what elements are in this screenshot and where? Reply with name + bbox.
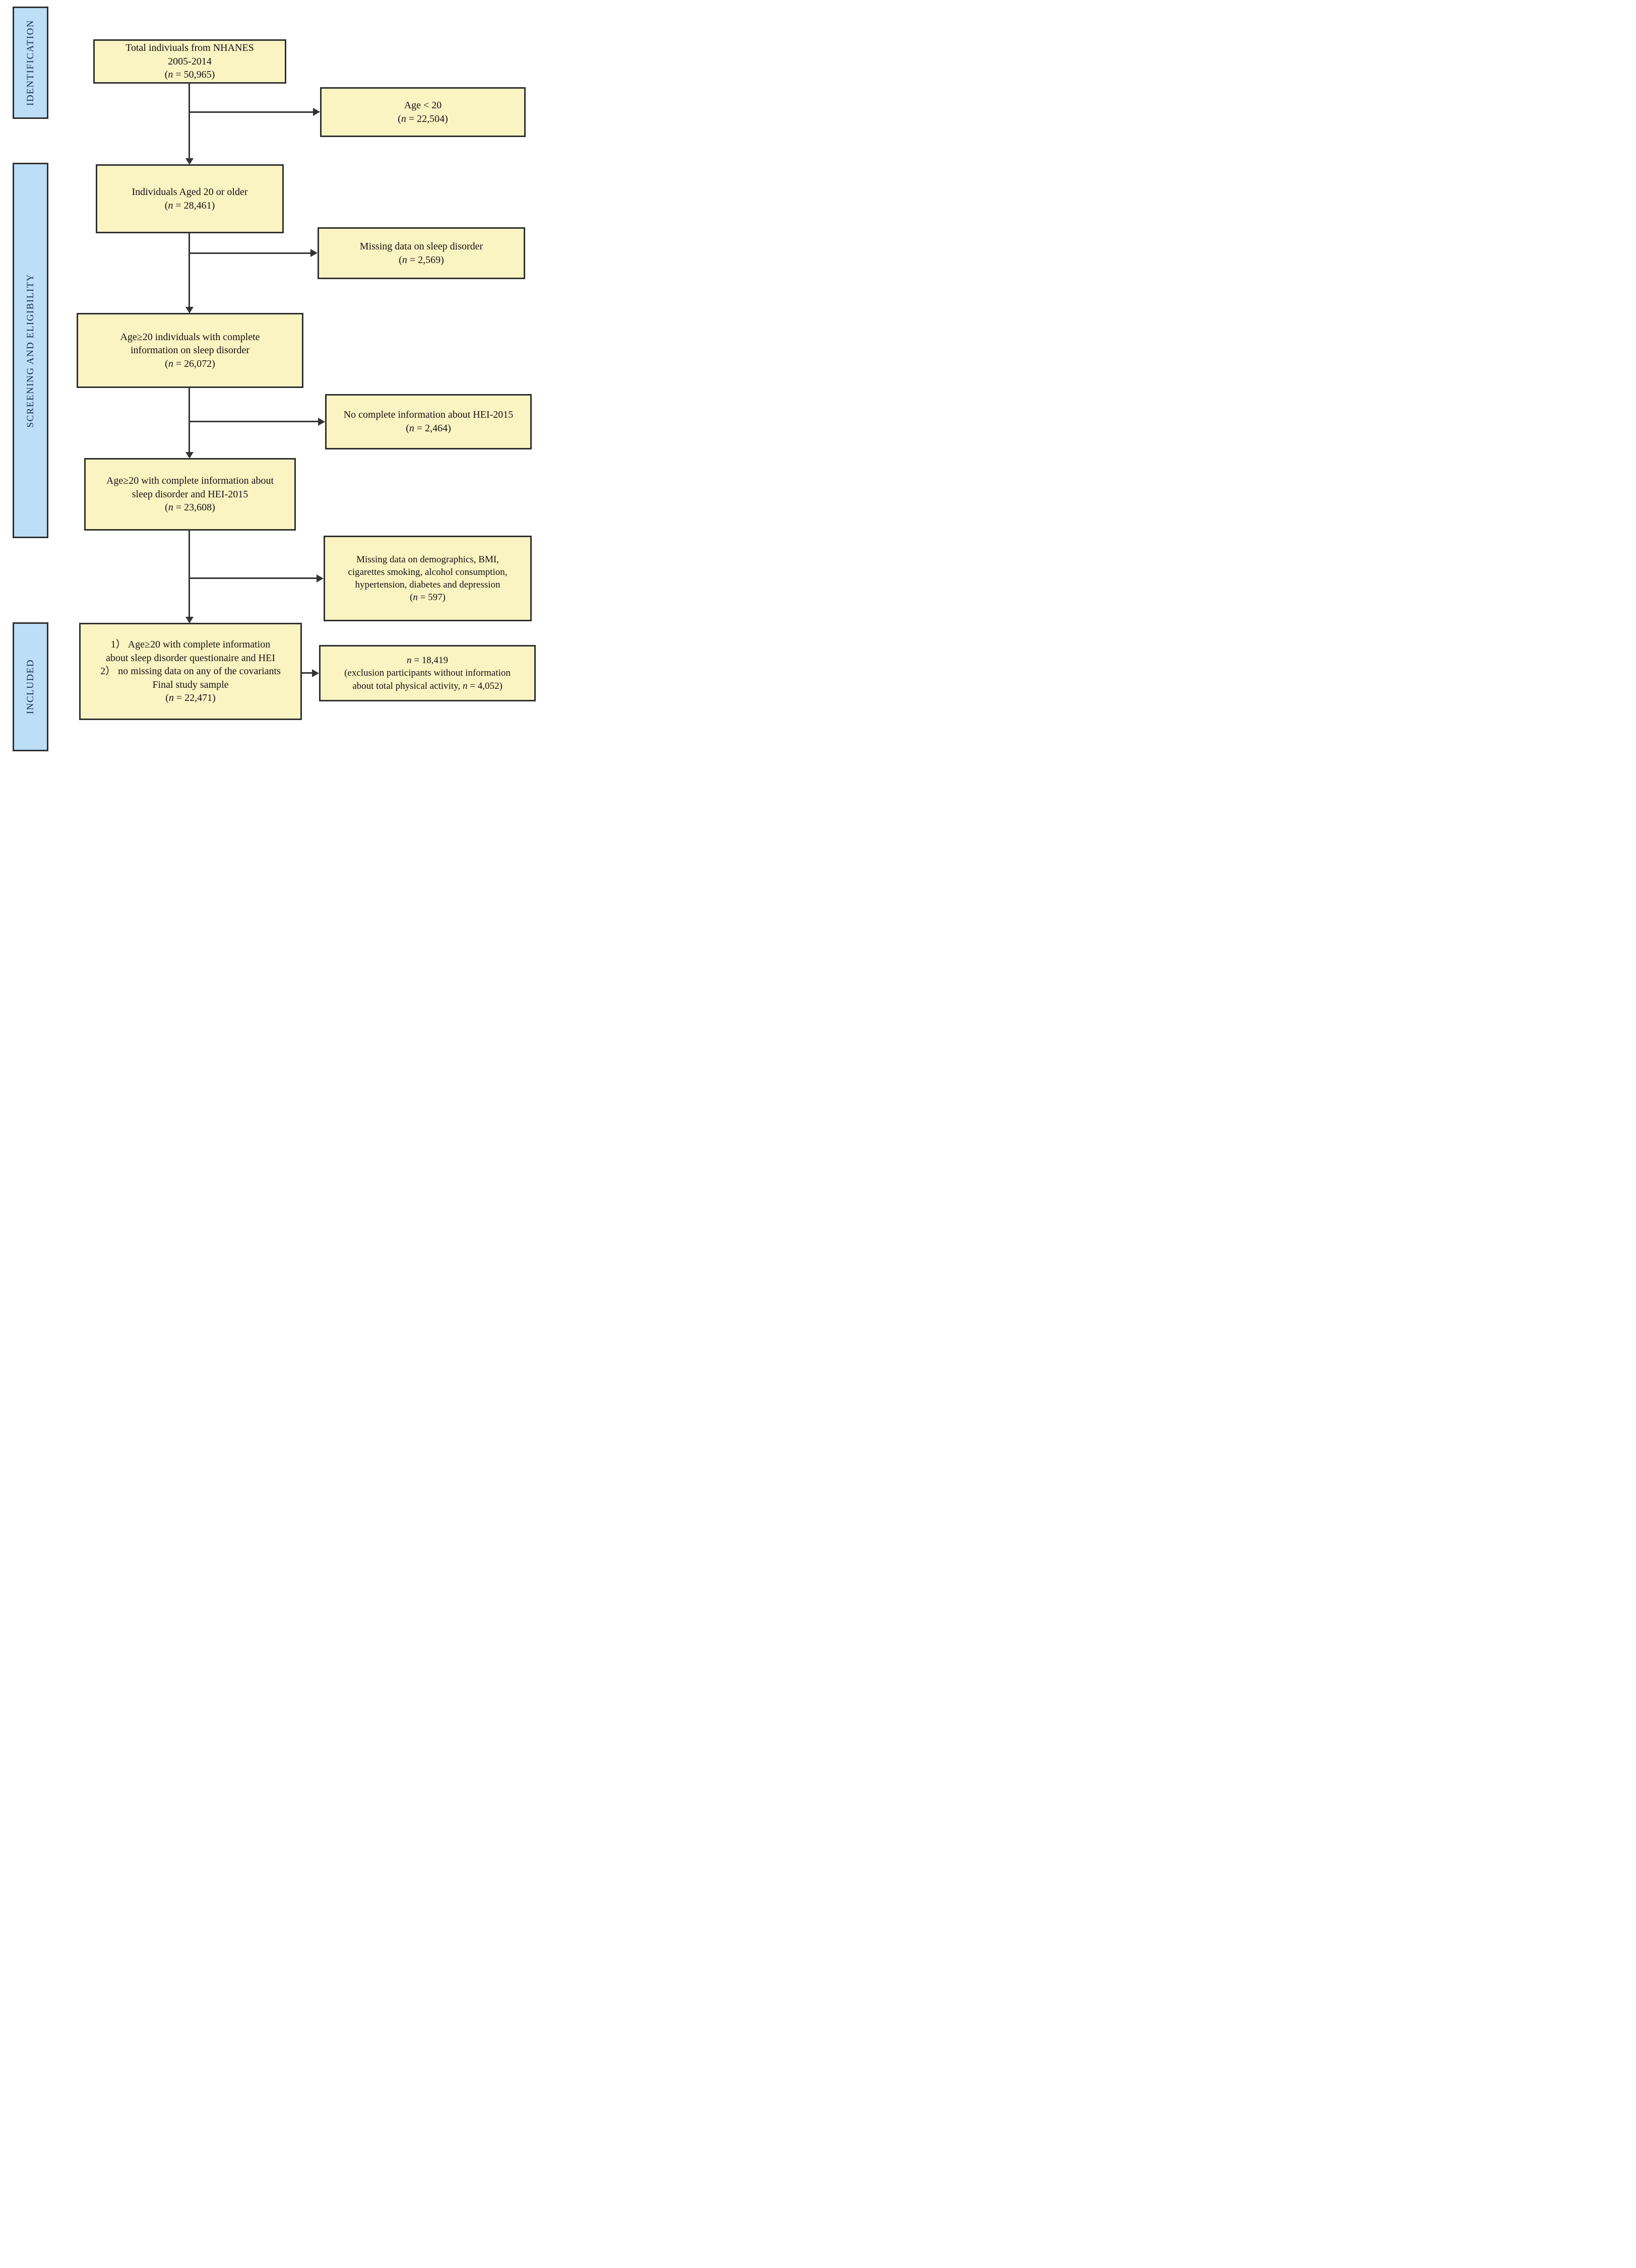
stage-identification: IDENTIFICATION [13,7,48,119]
connector-sleep-to-hei [188,388,190,452]
connector-aged20-to-sleep [188,233,190,307]
connector-total-to-aged20 [188,84,190,159]
box-excluded-no-hei: No complete information about HEI-2015(n… [325,394,532,449]
box-excluded-missing-sleep-text: Missing data on sleep disorder(n = 2,569… [359,240,483,266]
box-excluded-age-under-20-text: Age < 20(n = 22,504) [398,99,448,124]
branch-age-under-20 [188,111,313,113]
box-excluded-no-hei-text: No complete information about HEI-2015(n… [343,409,514,434]
arrowhead-age-under-20 [313,108,320,116]
branch-missing-sleep [188,252,310,254]
arrowhead-into-final [185,617,194,623]
stage-screening-eligibility: SCREENING AND ELIGIBILITY [13,163,48,538]
arrowhead-into-sleep [185,307,194,313]
arrowhead-physical-activity [312,669,319,677]
box-excluded-missing-sleep: Missing data on sleep disorder(n = 2,569… [318,227,525,279]
arrowhead-no-hei [318,418,325,426]
arrowhead-into-hei [185,452,194,459]
box-excluded-missing-covariates: Missing data on demographics, BMI,cigare… [324,536,532,621]
branch-physical-activity [302,672,312,674]
stage-screening-eligibility-label: SCREENING AND ELIGIBILITY [25,273,36,428]
box-excluded-physical-activity: n = 18,419(exclusion participants withou… [319,645,536,701]
arrowhead-missing-covariates [317,574,324,582]
box-excluded-age-under-20: Age < 20(n = 22,504) [320,87,526,137]
connector-hei-to-final [188,531,190,617]
stage-included-label: INCLUDED [25,659,36,715]
box-excluded-missing-covariates-text: Missing data on demographics, BMI,cigare… [348,554,508,603]
study-flow-diagram: IDENTIFICATION SCREENING AND ELIGIBILITY… [0,0,545,756]
box-aged-20-or-older-text: Individuals Aged 20 or older(n = 28,461) [132,186,248,211]
arrowhead-into-aged20 [185,158,194,165]
branch-missing-covariates [188,577,317,579]
stage-identification-label: IDENTIFICATION [25,20,36,106]
stage-included: INCLUDED [13,622,48,751]
arrowhead-missing-sleep [310,249,318,257]
box-aged-20-or-older: Individuals Aged 20 or older(n = 28,461) [96,164,284,233]
branch-no-hei [188,421,318,422]
box-excluded-physical-activity-text: n = 18,419(exclusion participants withou… [344,655,511,691]
